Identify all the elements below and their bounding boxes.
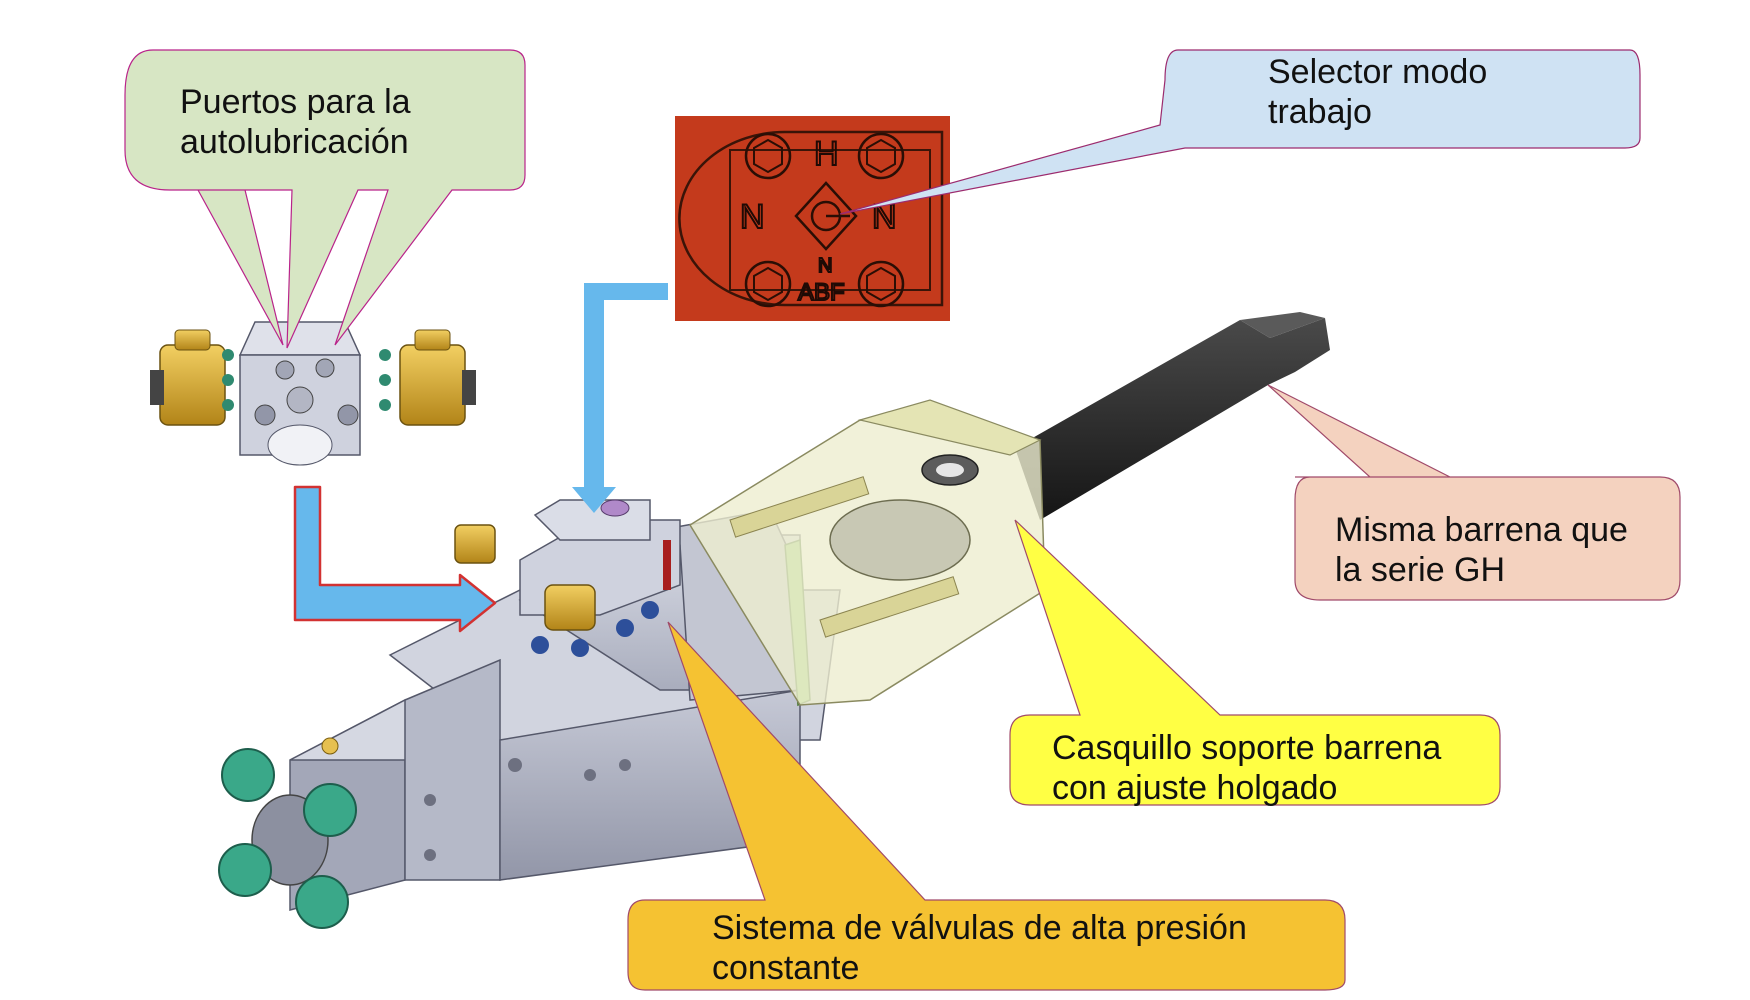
drill-bit	[1015, 312, 1330, 520]
callout-drill-bit-line1: Misma barrena que	[1335, 511, 1628, 549]
callout-selector-line1: Selector modo	[1268, 53, 1488, 91]
callout-valves-line2: constante	[712, 949, 860, 987]
callout-selector	[839, 49, 1641, 215]
selector-letter-top: H	[814, 135, 839, 173]
selector-label-bottom: ABF	[798, 279, 845, 306]
callout-autolubrication	[124, 49, 526, 349]
selector-bolt-icon	[744, 260, 792, 308]
valve-block-on-breaker	[454, 499, 681, 657]
callout-bushing-text: Casquillo soporte barrena con ajuste hol…	[1052, 728, 1441, 808]
callout-drill-bit-line2: la serie GH	[1335, 551, 1506, 589]
callout-autolubrication-line2: autolubricación	[180, 123, 409, 161]
callout-autolubrication-text: Puertos para la autolubricación	[180, 82, 411, 162]
arrow-from-selector	[572, 283, 668, 513]
callout-drill-bit-text: Misma barrena que la serie GH	[1335, 510, 1628, 590]
callout-bushing-line2: con ajuste holgado	[1052, 769, 1338, 807]
front-hydraulic-connectors	[218, 737, 357, 929]
selector-bolt-icon	[744, 132, 792, 180]
callout-autolubrication-line1: Puertos para la	[180, 83, 411, 121]
callout-drill-bit	[1267, 384, 1681, 601]
callout-valves-line1: Sistema de válvulas de alta presión	[712, 909, 1247, 947]
callout-valves	[627, 621, 1346, 991]
callout-selector-text: Selector modo trabajo	[1268, 52, 1487, 132]
breaker-body	[289, 399, 1046, 911]
selector-bolt-icon	[857, 132, 905, 180]
autolubrication-port-detail	[150, 321, 476, 466]
work-mode-selector-plate: H N N N ABF	[675, 116, 950, 321]
selector-letter-left: N	[740, 198, 765, 236]
selector-diamond-icon	[794, 181, 858, 251]
arrow-from-lube-detail	[293, 485, 497, 633]
callout-bushing-line1: Casquillo soporte barrena	[1052, 729, 1442, 767]
callout-selector-line2: trabajo	[1268, 93, 1372, 131]
callout-valves-text: Sistema de válvulas de alta presión cons…	[712, 908, 1247, 988]
selector-letter-small: N	[818, 255, 832, 277]
callout-bushing	[1009, 519, 1501, 806]
selector-bolt-icon	[857, 260, 905, 308]
